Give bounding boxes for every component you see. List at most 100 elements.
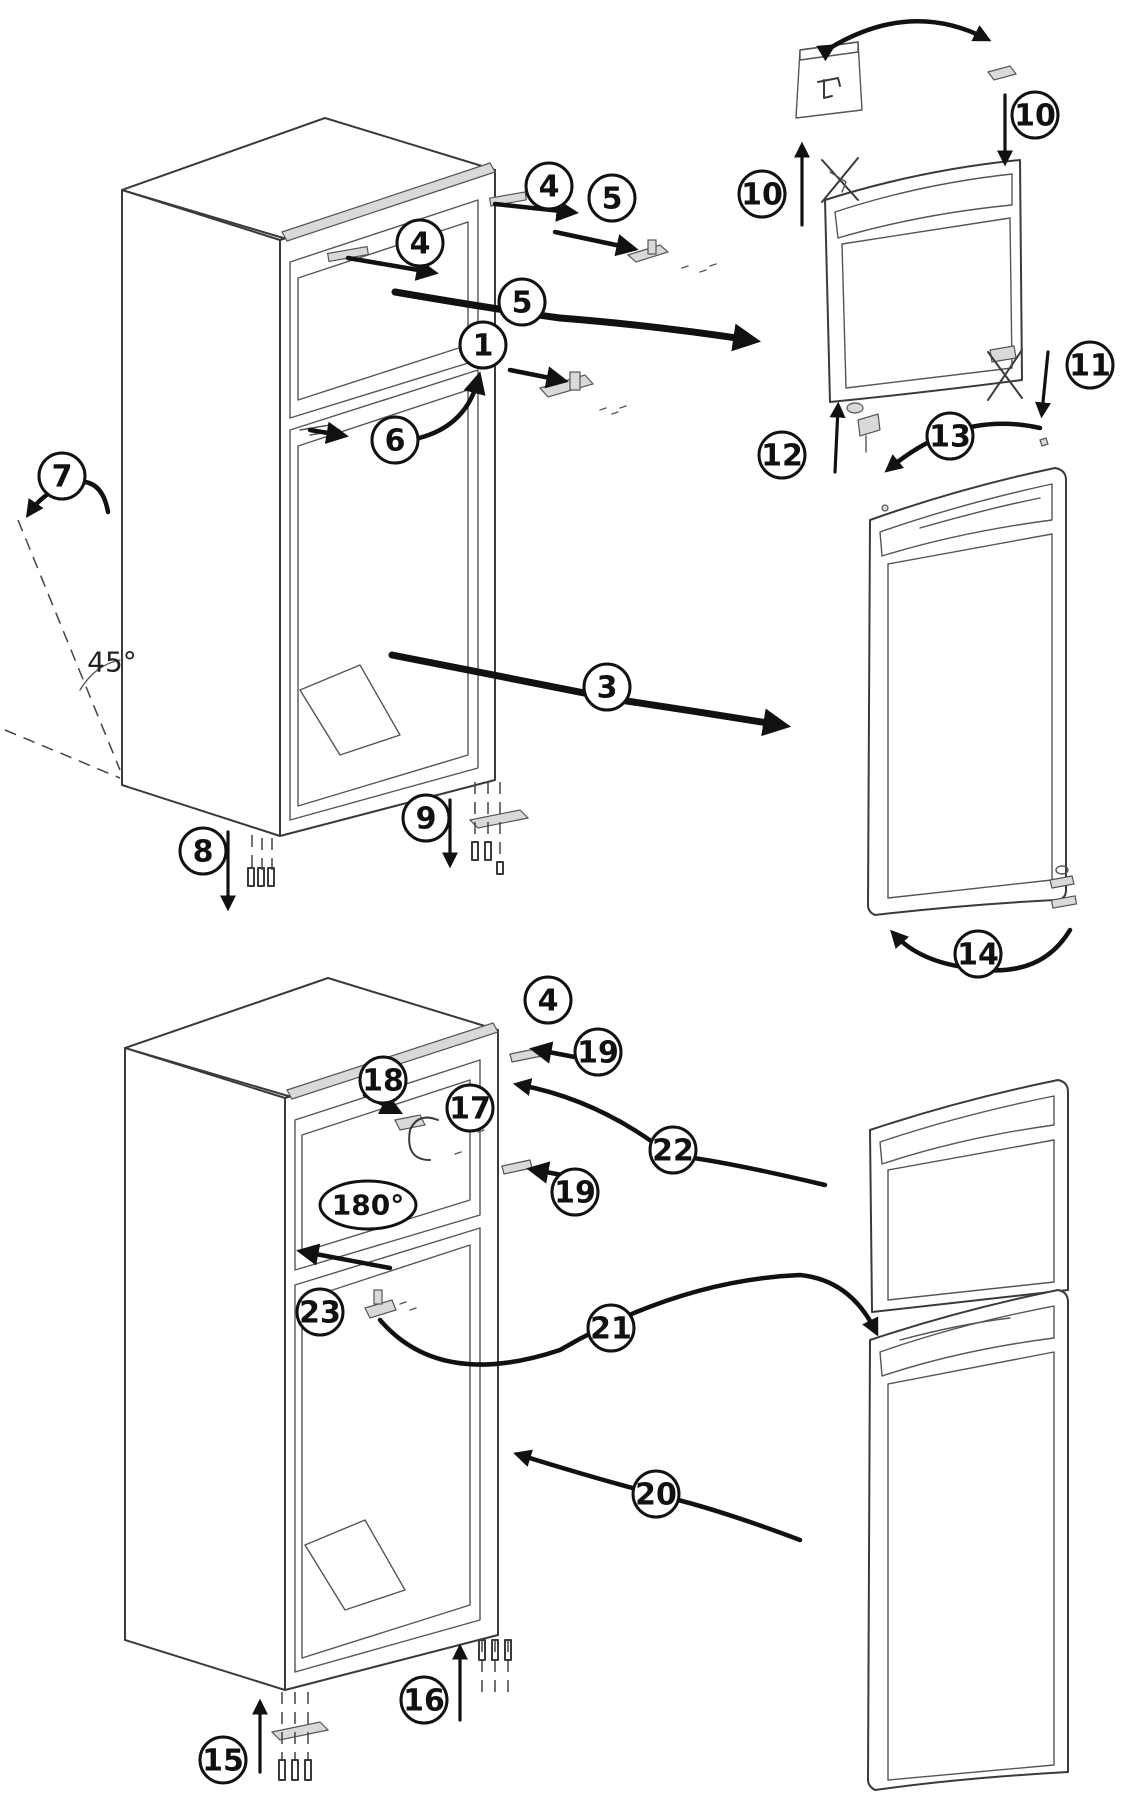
hinge-pin-part [846,402,881,453]
step-number: 19 [554,1176,596,1211]
step-circle [1065,340,1115,390]
step-callout-22: 22 [648,1125,698,1175]
step-number: 10 [741,178,783,213]
step-circle [587,173,637,223]
fridge-cabinet-bottom [124,977,499,1691]
step-callout-12: 12 [757,430,807,480]
step-number: 17 [449,1092,491,1127]
step-circle [757,430,807,480]
step-callout-4: 4 [524,161,574,211]
step-number: 11 [1069,349,1111,384]
step-number: 1 [473,329,494,364]
step-callout-21: 21 [586,1303,636,1353]
step-callout-14: 14 [953,929,1003,979]
step-callout-19: 19 [550,1167,600,1217]
top-hinge [626,239,717,273]
step-callout-3: 3 [582,662,632,712]
step-circle [358,1055,408,1105]
step-circle [524,161,574,211]
step-callout-19: 19 [573,1027,623,1077]
step-number: 8 [193,835,214,870]
step-circle [395,218,445,268]
step-number: 3 [597,671,618,706]
step-circle [925,411,975,461]
step-number: 4 [539,170,560,205]
top-cap [986,65,1018,81]
step-callout-11: 11 [1065,340,1115,390]
step-number: 23 [299,1296,341,1331]
step-callout-10: 10 [737,169,787,219]
step-circle [370,415,420,465]
step-callout-6: 6 [370,415,420,465]
angle-label-180: 180° [332,1189,404,1222]
hardware-bag-icon [795,41,863,119]
step-callout-23: 23 [295,1287,345,1337]
step-circle [737,169,787,219]
step-circle [631,1469,681,1519]
step-callout-5: 5 [497,277,547,327]
step-circle [399,1675,449,1725]
step-number: 21 [590,1312,632,1347]
step-callout-4: 4 [523,975,573,1025]
step-circle [198,1735,248,1785]
step-number: 14 [957,938,999,973]
step-circle [295,1287,345,1337]
step-circle [445,1083,495,1133]
bottom-hinge-left [247,835,275,887]
step-circle [1010,90,1060,140]
no-reuse-cross-icon [987,349,1023,401]
step-number: 19 [577,1036,619,1071]
step-circle [582,662,632,712]
step-callout-5: 5 [587,173,637,223]
step-callout-13: 13 [925,411,975,461]
step-number: 13 [929,420,971,455]
step-number: 4 [538,984,559,1019]
step-number: 5 [602,182,623,217]
step-callout-8: 8 [178,826,228,876]
step-number: 7 [52,460,73,495]
step-number: 5 [512,286,533,321]
step-callout-15: 15 [198,1735,248,1785]
step-circle [953,929,1003,979]
step-callout-7: 7 [37,451,87,501]
step-number: 22 [652,1134,694,1169]
step-callout-1: 1 [458,320,508,370]
step-callout-20: 20 [631,1469,681,1519]
step-number: 20 [635,1478,677,1513]
step-number: 10 [1014,99,1056,134]
step-circle [458,320,508,370]
step-callout-9: 9 [401,793,451,843]
step-circle [178,826,228,876]
freezer-door-reversed [869,1079,1069,1313]
step-callout-10: 10 [1010,90,1060,140]
step-callout-4: 4 [395,218,445,268]
angle-label-45: 45° [87,646,137,679]
step-circle [401,793,451,843]
step-number: 12 [761,439,803,474]
step-callout-18: 18 [358,1055,408,1105]
step-number: 4 [410,227,431,262]
fridge-door-reversed [867,1289,1069,1791]
step-circle [573,1027,623,1077]
step-circle [648,1125,698,1175]
step-number: 15 [202,1744,244,1779]
bottom-hinge-right [468,782,530,875]
step-number: 9 [416,802,437,837]
no-reuse-cross-icon [821,157,859,203]
step-circle [586,1303,636,1353]
freezer-door [824,159,1023,403]
step-callout-16: 16 [399,1675,449,1725]
step-number: 6 [385,424,406,459]
step-number: 16 [403,1684,445,1719]
step-circle [497,277,547,327]
fridge-door [867,437,1078,916]
tilt-guide [4,519,121,779]
step-number: 18 [362,1064,404,1099]
step-circle [550,1167,600,1217]
fridge-cabinet-top [121,117,528,837]
step-circle [523,975,573,1025]
step-callout-17: 17 [445,1083,495,1133]
step-circle [37,451,87,501]
angle-label-180-group: 180° [318,1179,418,1231]
